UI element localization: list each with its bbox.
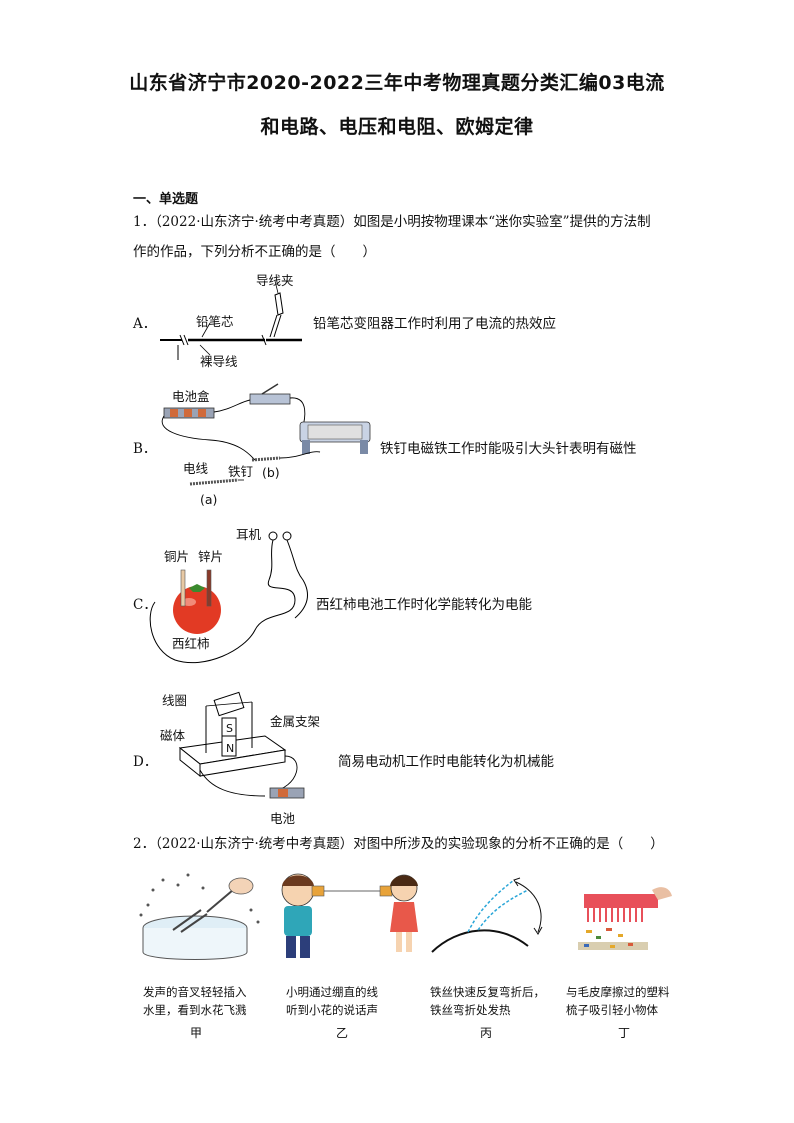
q2-caption-jia-line2: 水里，看到水花飞溅: [143, 1003, 247, 1017]
q1-option-b-label[interactable]: B．: [133, 441, 157, 457]
q1-option-d-label[interactable]: D．: [133, 754, 158, 770]
q2-caption-jia-line1: 发声的音叉轻轻插入: [143, 985, 247, 999]
string-telephone-figure: [281, 873, 418, 958]
label-battery-box: 电池盒: [172, 389, 210, 404]
q2-caption-yi-line2: 听到小花的说话声: [286, 1003, 378, 1017]
label-iron-nail: 铁钉: [228, 464, 254, 479]
label-b: (b): [262, 465, 280, 480]
label-a: (a): [200, 492, 218, 507]
q2-caption-yi-line1: 小明通过绷直的线: [286, 985, 378, 999]
q2-caption-ding-line1: 与毛皮摩擦过的塑料: [566, 985, 670, 999]
document-title-line2: 和电路、电压和电阻、欧姆定律: [260, 116, 534, 138]
label-tomato: 西红柿: [172, 636, 210, 651]
label-s-pole: S: [226, 722, 233, 735]
q2-panel-name-bing: 丙: [480, 1026, 493, 1040]
bent-wire-figure: [431, 877, 543, 953]
label-copper: 铜片: [164, 549, 190, 564]
label-coil: 线圈: [162, 693, 188, 708]
q1-option-a-label[interactable]: A．: [133, 316, 157, 332]
q2-caption-bing-line2: 铁丝弯折处发热: [430, 1003, 511, 1017]
q2-caption-bing-line1: 铁丝快速反复弯折后，: [430, 985, 545, 999]
label-battery: 电池: [270, 811, 296, 826]
q2-panel-name-yi: 乙: [336, 1026, 349, 1040]
tuning-fork-water-figure: [139, 873, 260, 960]
tomato-battery-figure: [149, 531, 308, 664]
label-pencil-lead: 铅笔芯: [196, 314, 234, 329]
q2-panel-name-jia: 甲: [190, 1026, 203, 1040]
q1-stem-line2: 作的作品，下列分析不正确的是（ ）: [133, 244, 376, 260]
q1-option-d-text: 简易电动机工作时电能转化为机械能: [338, 754, 554, 770]
q1-option-a-text: 铅笔芯变阻器工作时利用了电流的热效应: [313, 316, 556, 332]
q1-option-c-label[interactable]: C．: [133, 597, 157, 613]
pencil-rheostat-figure: [160, 280, 302, 360]
label-n-pole: N: [226, 742, 235, 755]
label-zinc: 锌片: [198, 549, 224, 564]
label-wire-clip: 导线夹: [256, 273, 294, 288]
q1-option-b-text: 铁钉电磁铁工作时能吸引大头针表明有磁性: [380, 441, 637, 457]
q1-stem-line1: 1．（2022·山东济宁·统考中考真题）如图是小明按物理课本“迷你实验室”提供的…: [133, 214, 651, 230]
charged-comb-figure: [578, 887, 672, 950]
label-earphone: 耳机: [236, 527, 262, 542]
q1-option-c-text: 西红柿电池工作时化学能转化为电能: [316, 597, 532, 613]
q2-stem: 2．（2022·山东济宁·统考中考真题）对图中所涉及的实验现象的分析不正确的是（…: [133, 836, 664, 852]
electromagnet-figure: [161, 383, 371, 486]
label-metal-frame: 金属支架: [270, 714, 321, 729]
q2-panel-name-ding: 丁: [618, 1026, 631, 1040]
label-bare-wire: 裸导线: [200, 354, 238, 369]
section-heading: 一、单选题: [133, 192, 199, 207]
simple-motor-figure: [178, 691, 305, 799]
label-wire: 电线: [183, 461, 209, 476]
q2-caption-ding-line2: 梳子吸引轻小物体: [566, 1003, 658, 1017]
document-title-line1: 山东省济宁市2020-2022三年中考物理真题分类汇编03电流: [129, 72, 665, 94]
label-magnet: 磁体: [160, 728, 186, 743]
